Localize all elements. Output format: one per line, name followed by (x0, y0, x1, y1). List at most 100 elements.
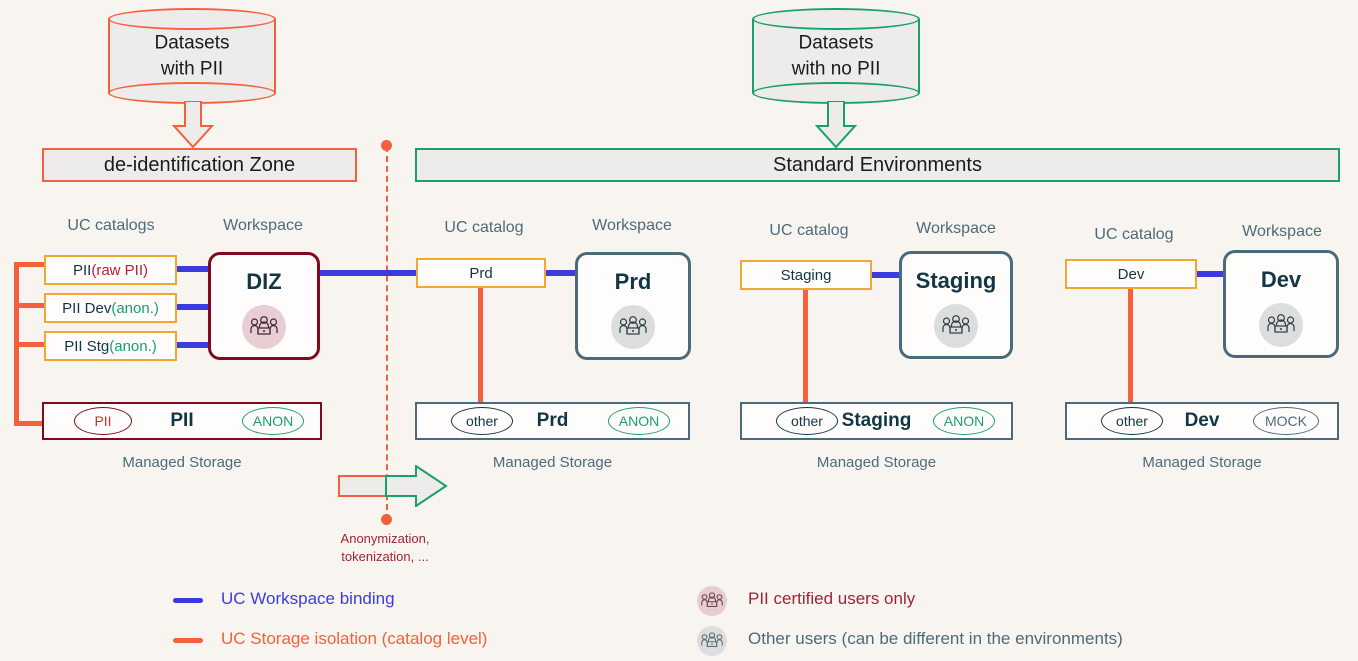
storage-isolation-prd (478, 288, 483, 404)
other-users-icon (1259, 303, 1303, 347)
storage-isolation-bracket-arm-1 (14, 262, 50, 267)
pii-users-icon (242, 305, 286, 349)
catalog-pii-stg[interactable]: PII Stg (anon.) (44, 331, 177, 361)
catalog-prd-label: Prd (469, 264, 493, 282)
storage-dev-left-pill: other (1101, 407, 1163, 435)
label-text: UC catalog (1094, 226, 1174, 243)
prd-workspace-header: Workspace (563, 217, 701, 235)
catalog-staging-label: Staging (780, 266, 832, 284)
other-users-icon (934, 304, 978, 348)
dev-workspace-header: Workspace (1213, 223, 1351, 241)
catalog-pii-raw-suffix: (raw PII) (91, 261, 148, 279)
anonymization-label: Anonymization, tokenization, ... (300, 530, 470, 565)
catalog-pii-dev-suffix: (anon.) (111, 299, 159, 317)
cylinder-top (752, 8, 920, 30)
binding-diz-to-prd (320, 270, 416, 276)
users-group-icon (942, 315, 970, 334)
managed-storage-dev[interactable]: other Dev MOCK (1065, 402, 1339, 440)
legend-workspace-binding-label: UC Workspace binding (221, 589, 395, 609)
storage-staging-title: Staging (841, 410, 912, 431)
storage-pii-title: PII (170, 410, 194, 431)
label-text: Other users (can be different in the env… (748, 629, 1123, 648)
workspace-dev-label: Dev (1260, 267, 1302, 292)
de-identification-zone-bar: de-identification Zone (42, 148, 357, 182)
managed-storage-staging[interactable]: other Staging ANON (740, 402, 1013, 440)
storage-dev-title: Dev (1184, 410, 1220, 431)
workspace-diz[interactable]: DIZ (208, 252, 320, 360)
binding-pii-stg-to-diz (177, 342, 210, 348)
storage-isolation-dev (1128, 289, 1133, 404)
prd-managed-storage-label: Managed Storage (415, 454, 690, 471)
catalog-prd[interactable]: Prd (416, 258, 546, 288)
dev-uc-catalog-header: UC catalog (1065, 226, 1203, 244)
diz-workspace-header: Workspace (192, 217, 334, 235)
no-pii-datasets-text: Datasets with no PII (752, 30, 920, 81)
workspace-prd[interactable]: Prd (575, 252, 691, 360)
pill-text: other (791, 413, 823, 429)
managed-storage-pii[interactable]: PII PII ANON (42, 402, 322, 440)
no-pii-flow-arrow-icon (814, 101, 858, 149)
users-group-icon (701, 592, 723, 608)
storage-isolation-staging (803, 290, 808, 404)
workspace-staging-label: Staging (915, 268, 997, 293)
workspace-staging[interactable]: Staging (899, 251, 1013, 359)
users-group-icon (250, 316, 278, 335)
catalog-staging[interactable]: Staging (740, 260, 872, 290)
anonymization-arrow-icon (338, 465, 448, 507)
managed-storage-prd[interactable]: other Prd ANON (415, 402, 690, 440)
anonymization-line1: Anonymization, (340, 531, 430, 546)
label-text: UC Storage isolation (catalog level) (221, 629, 488, 648)
no-pii-datasets-cylinder: Datasets with no PII (752, 8, 920, 104)
cylinder-top (108, 8, 276, 30)
label-text: UC catalog (769, 222, 849, 239)
label-text: UC Workspace binding (221, 589, 395, 608)
storage-pii-left-pill: PII (74, 407, 132, 435)
legend-other-users-label: Other users (can be different in the env… (748, 629, 1123, 649)
pill-text: ANON (943, 413, 985, 429)
standard-environments-label: Standard Environments (772, 153, 982, 176)
cylinder-body (108, 19, 276, 93)
storage-prd-title: Prd (536, 410, 569, 431)
prd-uc-catalog-header: UC catalog (415, 219, 553, 237)
legend-storage-isolation-label: UC Storage isolation (catalog level) (221, 629, 487, 649)
other-users-icon (611, 305, 655, 349)
pill-text: other (1116, 413, 1148, 429)
label-text: Workspace (916, 220, 996, 237)
anonymization-line2: tokenization, ... (341, 548, 429, 564)
storage-isolation-bracket-arm-3 (14, 342, 50, 347)
users-group-icon (1267, 314, 1295, 333)
users-group-icon (701, 632, 723, 648)
storage-dev-right-pill: MOCK (1253, 407, 1319, 435)
pii-datasets-line1: Datasets (154, 32, 230, 54)
de-identification-zone-label: de-identification Zone (103, 153, 296, 176)
catalog-pii-stg-suffix: (anon.) (109, 337, 157, 355)
binding-prd-catalog-to-workspace (546, 270, 576, 276)
staging-uc-catalog-header: UC catalog (740, 222, 878, 240)
pii-flow-arrow-icon (171, 101, 215, 149)
workspace-dev[interactable]: Dev (1223, 250, 1339, 358)
pii-datasets-text: Datasets with PII (108, 30, 276, 81)
catalog-pii-raw[interactable]: PII (raw PII) (44, 255, 177, 285)
no-pii-datasets-line2: with no PII (791, 58, 881, 79)
staging-workspace-header: Workspace (887, 220, 1025, 238)
storage-prd-left-pill: other (451, 407, 513, 435)
binding-pii-dev-to-diz (177, 304, 210, 310)
workspace-diz-label: DIZ (246, 269, 282, 294)
catalog-pii-dev[interactable]: PII Dev (anon.) (44, 293, 177, 323)
catalog-dev[interactable]: Dev (1065, 259, 1197, 289)
pii-datasets-line2: with PII (160, 58, 224, 79)
workspace-prd-label: Prd (614, 269, 652, 294)
divider-bottom-dot (381, 514, 392, 525)
pii-datasets-cylinder: Datasets with PII (108, 8, 276, 104)
label-text: Managed Storage (122, 454, 242, 471)
pill-text: PII (94, 413, 112, 429)
label-text: Managed Storage (816, 454, 937, 471)
cylinder-body (752, 19, 920, 93)
catalog-pii-dev-main: PII Dev (62, 299, 112, 317)
catalog-pii-raw-main: PII (72, 261, 92, 279)
catalog-pii-stg-main: PII Stg (64, 337, 110, 355)
label-text: Workspace (1242, 223, 1322, 240)
legend-workspace-binding-swatch (173, 598, 203, 603)
pill-text: ANON (252, 413, 294, 429)
